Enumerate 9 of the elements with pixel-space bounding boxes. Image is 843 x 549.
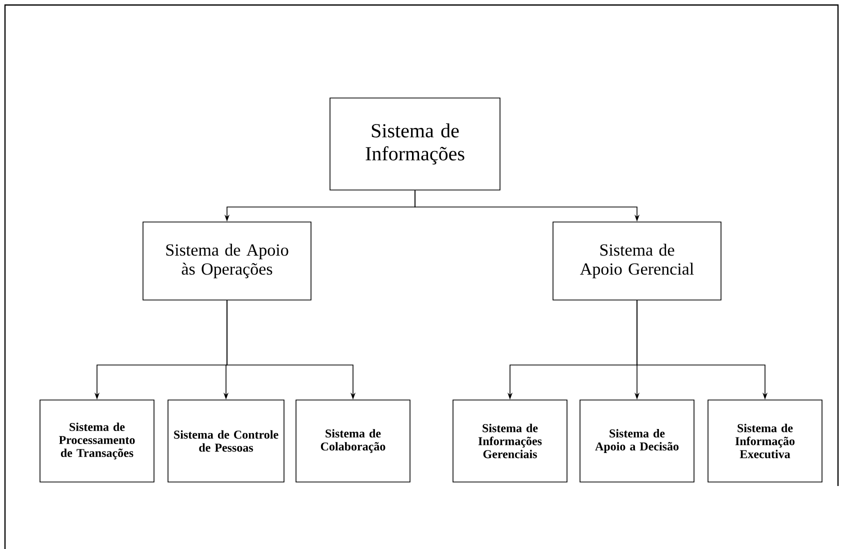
system-box: Sistema de Informações [330,98,500,190]
system-box: Sistema de Informação Executiva [708,400,822,482]
system-box: Sistema de Controle de Pessoas [168,400,284,482]
system-box: Sistema de Apoio a Decisão [580,400,694,482]
system-box: Sistema de Apoio Gerencial [552,222,722,300]
system-box: Sistema de Processamento de Transações [40,400,154,482]
system-box: Sistema de Colaboração [296,400,410,482]
system-box: Sistema de Informações Gerenciais [452,400,568,482]
system-box: Sistema de Apoio às Operações [142,222,312,300]
